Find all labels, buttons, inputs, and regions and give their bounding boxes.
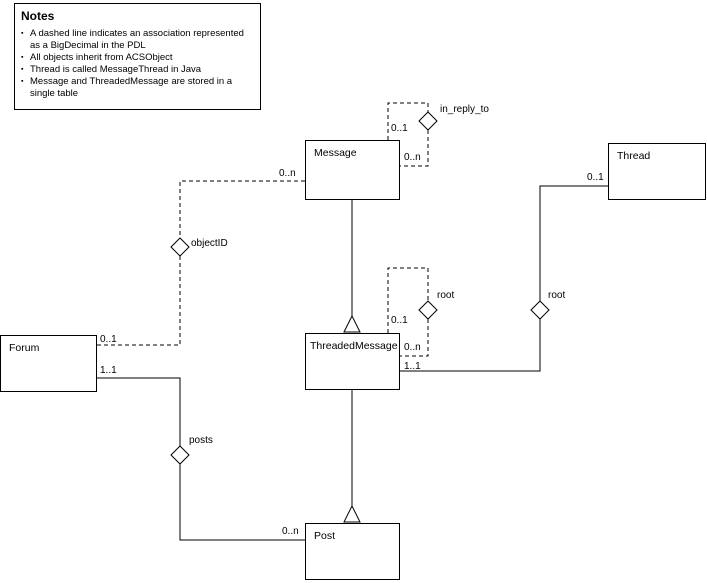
multiplicity-label: 0..1 xyxy=(587,172,604,183)
note-text: Message and ThreadedMessage are stored i… xyxy=(30,76,233,99)
posts-diamond-icon xyxy=(170,445,190,465)
notes-title: Notes xyxy=(21,9,55,23)
class-name: Forum xyxy=(9,342,40,354)
class-name: Post xyxy=(314,530,336,542)
class-box-post: Post xyxy=(305,523,400,580)
class-box-thread: Thread xyxy=(608,143,706,200)
objectid-connector xyxy=(97,180,305,346)
root-self-diamond-icon xyxy=(418,300,438,320)
multiplicity-label: 0..n xyxy=(282,526,299,537)
class-name: ThreadedMessage xyxy=(310,340,398,352)
association-label-root-self: root xyxy=(437,290,455,301)
root-self-connector xyxy=(387,267,429,357)
multiplicity-label: 0..n xyxy=(279,168,296,179)
class-name: Message xyxy=(314,147,357,159)
inheritance-triangle-post-icon xyxy=(343,504,361,523)
multiplicity-label: 0..n xyxy=(404,152,421,163)
note-text: All objects inherit from ACSObject xyxy=(30,52,173,63)
note-text: Thread is called MessageThread in Java xyxy=(30,64,202,75)
note-item: ▪ Thread is called MessageThread in Java xyxy=(21,64,254,76)
multiplicity-label: 0..n xyxy=(404,342,421,353)
note-text: A dashed line indicates an association r… xyxy=(30,28,244,51)
bullet-icon: ▪ xyxy=(21,66,24,73)
notes-box: Notes ▪ A dashed line indicates an assoc… xyxy=(14,3,261,110)
multiplicity-label: 1..1 xyxy=(404,361,421,372)
thread-root-diamond-icon xyxy=(530,300,550,320)
thread-root-connector xyxy=(400,185,608,372)
association-label-root-thread: root xyxy=(548,290,566,301)
class-box-threadedmessage: ThreadedMessage xyxy=(305,333,400,390)
bullet-icon: ▪ xyxy=(21,78,24,85)
in-reply-to-connector xyxy=(387,102,429,167)
note-item: ▪ All objects inherit from ACSObject xyxy=(21,52,254,64)
association-label-in-reply-to: in_reply_to xyxy=(440,104,489,115)
bullet-icon: ▪ xyxy=(21,54,24,61)
objectid-diamond-icon xyxy=(170,237,190,257)
association-label-posts: posts xyxy=(189,435,213,446)
multiplicity-label: 0..1 xyxy=(100,334,117,345)
association-label-objectid: objectID xyxy=(191,238,228,249)
class-name: Thread xyxy=(617,150,651,162)
multiplicity-label: 0..1 xyxy=(391,123,408,134)
note-item: ▪ A dashed line indicates an association… xyxy=(21,28,254,52)
in-reply-to-diamond-icon xyxy=(418,111,438,131)
multiplicity-label: 1..1 xyxy=(100,365,117,376)
inheritance-triangle-threadedmessage-icon xyxy=(343,314,361,333)
posts-connector xyxy=(97,377,305,541)
class-box-forum: Forum xyxy=(0,335,97,392)
multiplicity-label: 0..1 xyxy=(391,315,408,326)
class-box-message: Message xyxy=(305,140,400,200)
note-item: ▪ Message and ThreadedMessage are stored… xyxy=(21,76,254,100)
bullet-icon: ▪ xyxy=(21,30,24,37)
